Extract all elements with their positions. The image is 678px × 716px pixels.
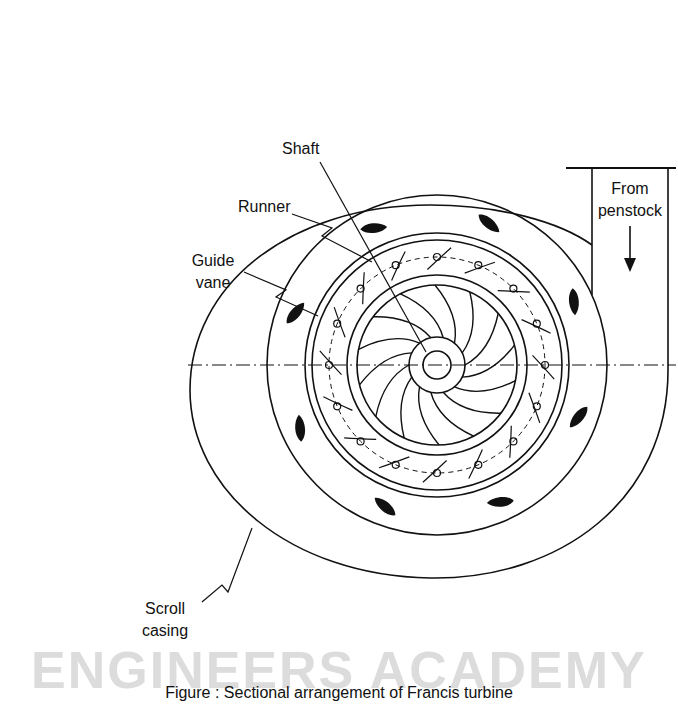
scroll-casing	[190, 168, 668, 578]
inlet-label: From penstock	[592, 178, 668, 222]
guide-vane	[334, 307, 345, 337]
guide-vane	[423, 461, 447, 483]
figure-caption: Figure : Sectional arrangement of Franci…	[0, 684, 678, 702]
part-label: Shaft	[282, 138, 319, 160]
part-label: Scroll casing	[128, 598, 202, 642]
penstock-wall	[591, 168, 593, 295]
stay-vane	[283, 300, 308, 327]
runner-blade	[401, 377, 412, 438]
guide-vane	[522, 320, 551, 334]
guide-vane	[529, 393, 540, 423]
runner-blade	[376, 365, 409, 417]
guide-vane	[469, 450, 483, 479]
runner-blade	[373, 317, 431, 338]
leader-line	[244, 272, 318, 316]
guide-vane-pivot	[326, 362, 333, 369]
runner-blade	[462, 345, 514, 377]
stay-vane	[486, 496, 514, 508]
arrow-head	[624, 258, 636, 272]
penstock-top	[566, 167, 676, 169]
guide-vane	[344, 438, 376, 440]
guide-vane	[363, 272, 365, 304]
leader-line	[292, 214, 372, 262]
stay-vane	[294, 414, 306, 442]
guide-vane	[510, 426, 512, 458]
guide-vane	[392, 251, 406, 280]
center-line	[188, 365, 676, 366]
runner-blade	[431, 392, 474, 436]
guide-vane	[323, 397, 352, 411]
guide-vane	[379, 457, 409, 468]
guide-vane-pivot	[542, 362, 549, 369]
guide-vane	[465, 262, 495, 273]
runner-blade	[360, 353, 412, 385]
guide-vane-pivot	[434, 470, 441, 477]
flow-arrow	[629, 226, 631, 262]
guide-vane	[427, 248, 451, 270]
guide-vane-pivot	[434, 254, 441, 261]
leader-line	[202, 528, 252, 602]
part-label: Guide vane	[184, 250, 242, 294]
stay-vane	[360, 222, 388, 234]
guide-vane	[533, 355, 555, 379]
stay-vane	[372, 494, 399, 519]
stay-vane	[476, 211, 503, 236]
stay-vane	[566, 404, 591, 431]
guide-vane	[498, 291, 530, 293]
part-label: Runner	[238, 196, 290, 218]
runner-blade	[400, 294, 443, 338]
runner-blade	[419, 387, 439, 445]
runner-blade	[435, 285, 455, 343]
runner-blade	[455, 381, 516, 392]
guide-vane	[320, 351, 342, 375]
runner-blade	[443, 392, 501, 413]
runner-blade	[462, 292, 473, 353]
stay-vane	[568, 288, 580, 316]
runner-blade	[359, 339, 420, 350]
